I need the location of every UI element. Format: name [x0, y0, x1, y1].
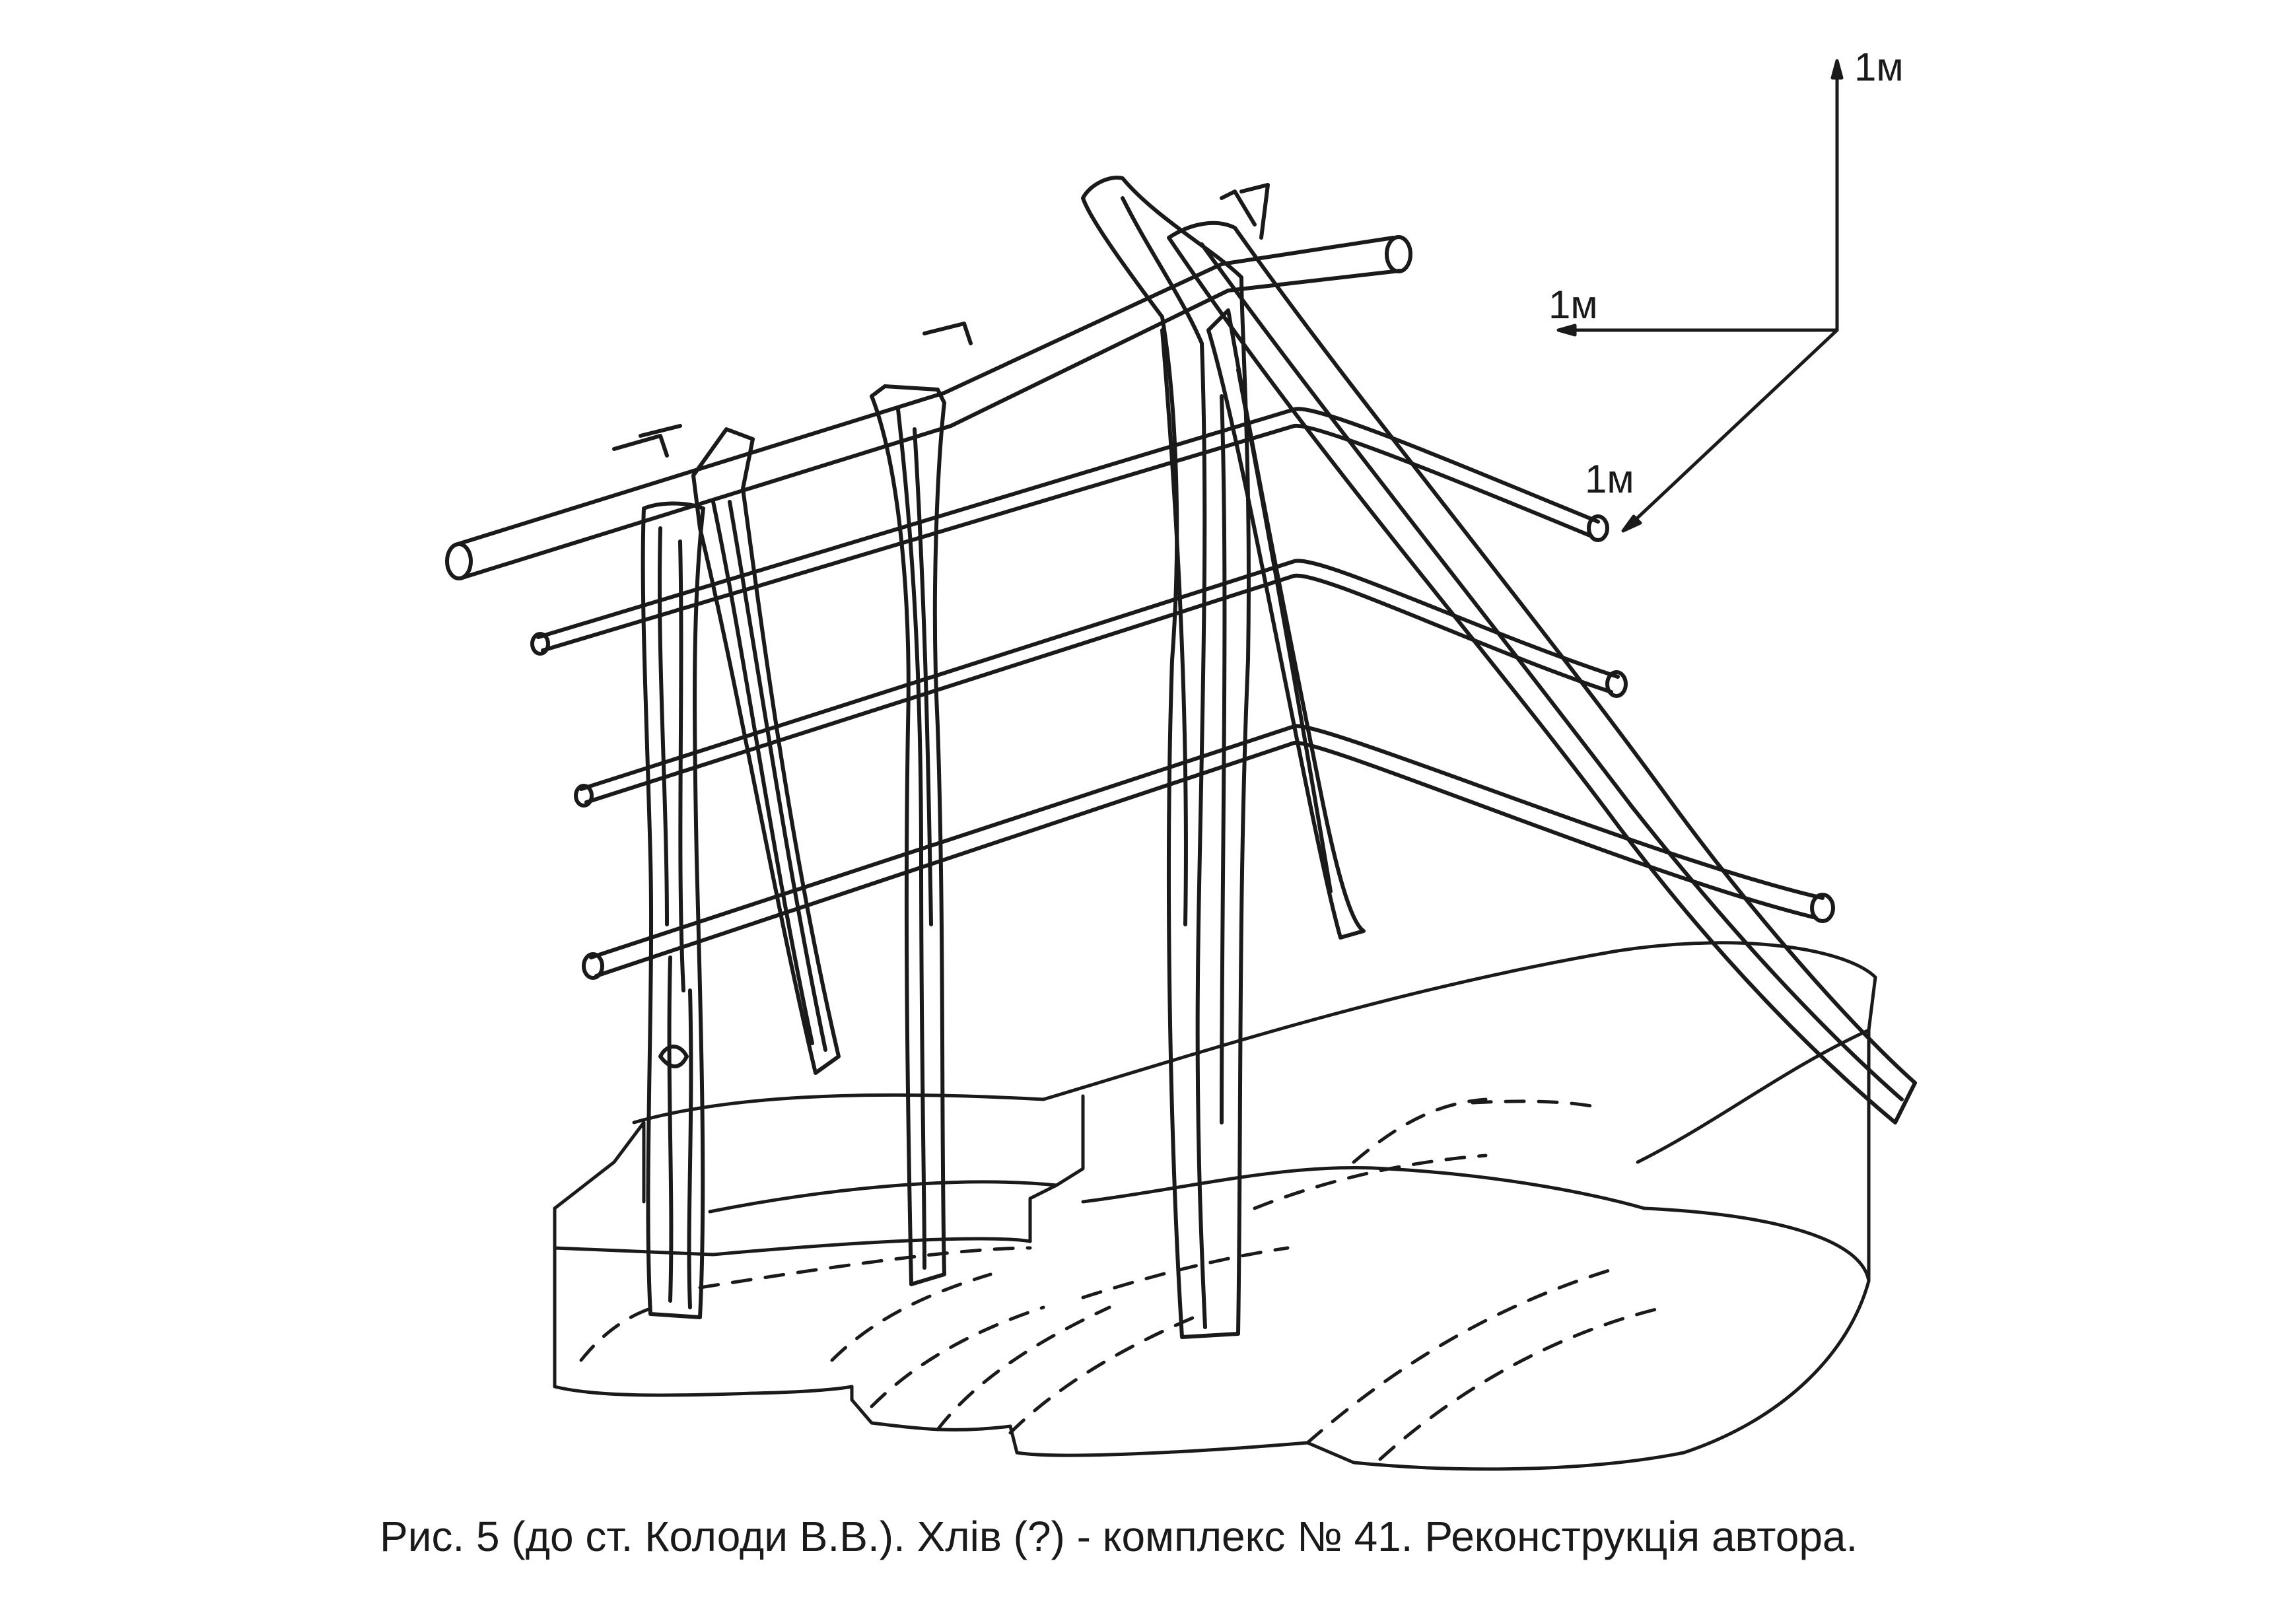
rafter-diagonal [1167, 183, 1917, 1124]
vertical-scale-label: 1м [1854, 45, 1904, 89]
horizontal-scale-label: 1м [1548, 283, 1598, 327]
post-middle [870, 384, 946, 1286]
arrowhead-down-left [1621, 514, 1642, 533]
scale-axes [1556, 59, 1844, 533]
wall-rails [445, 235, 1835, 980]
arrowhead-left [1556, 324, 1577, 337]
rail-1 [530, 407, 1609, 656]
rail-2 [574, 559, 1628, 808]
vertical-axis [1830, 59, 1844, 332]
figure-caption: Рис. 5 (до ст. Колоди В.В.). Хлів (?) - … [380, 1513, 1858, 1560]
rail-3 [582, 724, 1835, 980]
brace-right-rear [1206, 308, 1366, 940]
brace-front-left [691, 427, 841, 1075]
pit-outline [553, 941, 1877, 1471]
post-front-right [1081, 176, 1251, 1339]
depth-scale-label: 1м [1585, 457, 1634, 501]
arrowhead-up [1830, 59, 1844, 80]
post-front-left [641, 501, 705, 1319]
depth-axis [1621, 328, 1839, 533]
horizontal-axis [1556, 324, 1839, 337]
